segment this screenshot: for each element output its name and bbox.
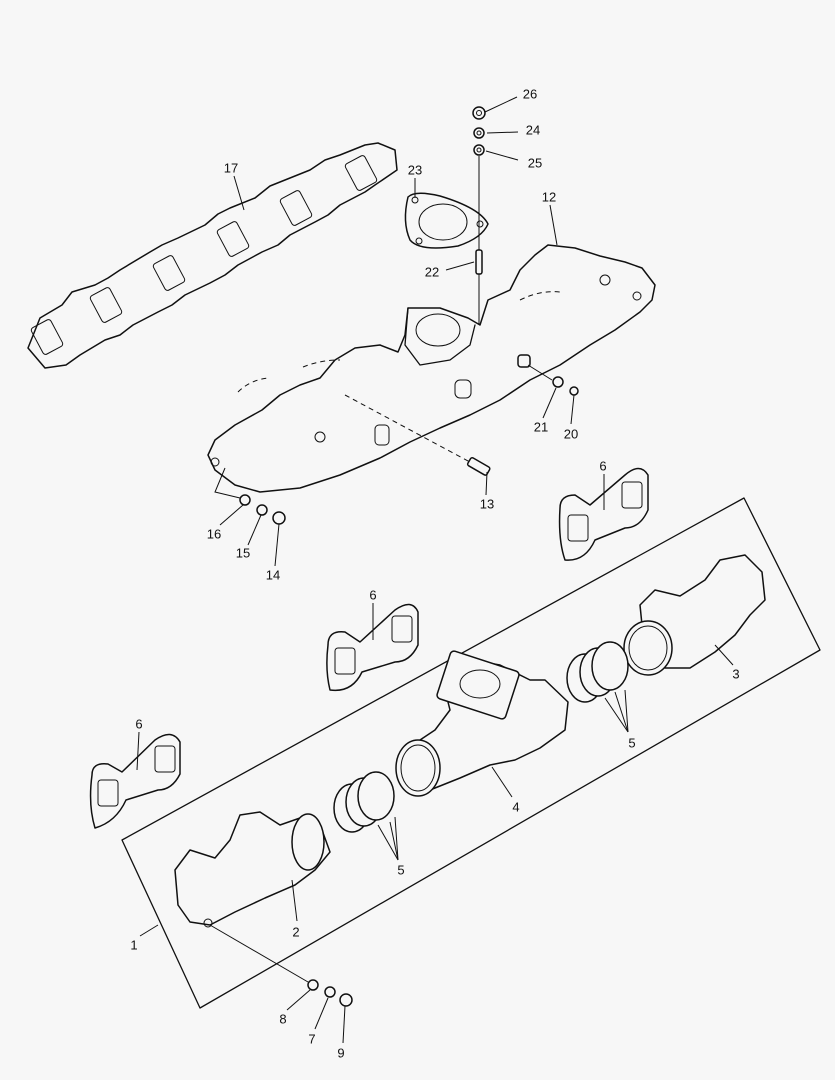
callout-1: 1 [130,937,138,953]
gasket-6-middle [326,603,419,692]
washer-7 [324,986,336,998]
callout-3: 3 [732,666,740,682]
washer-15 [256,504,268,516]
washer-21 [552,376,564,388]
plug-20 [569,386,579,396]
gasket-6-upper-right [558,467,649,561]
callout-16: 16 [206,526,222,542]
nut-26 [472,106,486,120]
exhaust-manifold-12 [207,244,656,493]
washer-24 [473,127,485,139]
callout-12: 12 [541,189,557,205]
callout-20: 20 [563,426,579,442]
callout-4: 4 [512,799,520,815]
manifold-section-4 [395,650,569,797]
callout-2: 2 [292,924,300,940]
callout-6-upper: 6 [599,458,607,474]
callout-6-middle: 6 [369,587,377,603]
seal-rings-5-lower [333,771,395,833]
assembly-frame-1 [121,497,821,1009]
manifold-section-3 [623,554,766,676]
washer-25 [473,144,485,156]
nut-14 [272,511,286,525]
nut-9 [339,993,353,1007]
callout-14: 14 [265,567,281,583]
callout-23: 23 [407,162,423,178]
sleeve [517,354,531,368]
flange-gasket-23 [404,192,489,249]
bolt-13 [466,457,491,476]
callout-17: 17 [223,160,239,176]
callout-15: 15 [235,545,251,561]
stud-22 [475,249,483,275]
callout-7: 7 [308,1031,316,1047]
callout-26: 26 [522,86,538,102]
callout-24: 24 [525,122,541,138]
callout-6-left: 6 [135,716,143,732]
leader-lines [136,96,734,1044]
callout-22: 22 [424,264,440,280]
seal-rings-5-upper [566,641,629,703]
gasket-17 [27,142,398,369]
callout-9: 9 [337,1045,345,1061]
washer-16 [239,494,251,506]
callout-25: 25 [527,155,543,171]
gasket-6-left [89,733,181,829]
callout-8: 8 [279,1011,287,1027]
callout-5-upper: 5 [628,735,636,751]
callout-5-lower: 5 [397,862,405,878]
callout-21: 21 [533,419,549,435]
washer-8 [307,979,319,991]
manifold-section-2 [174,811,331,928]
callout-13: 13 [479,496,495,512]
